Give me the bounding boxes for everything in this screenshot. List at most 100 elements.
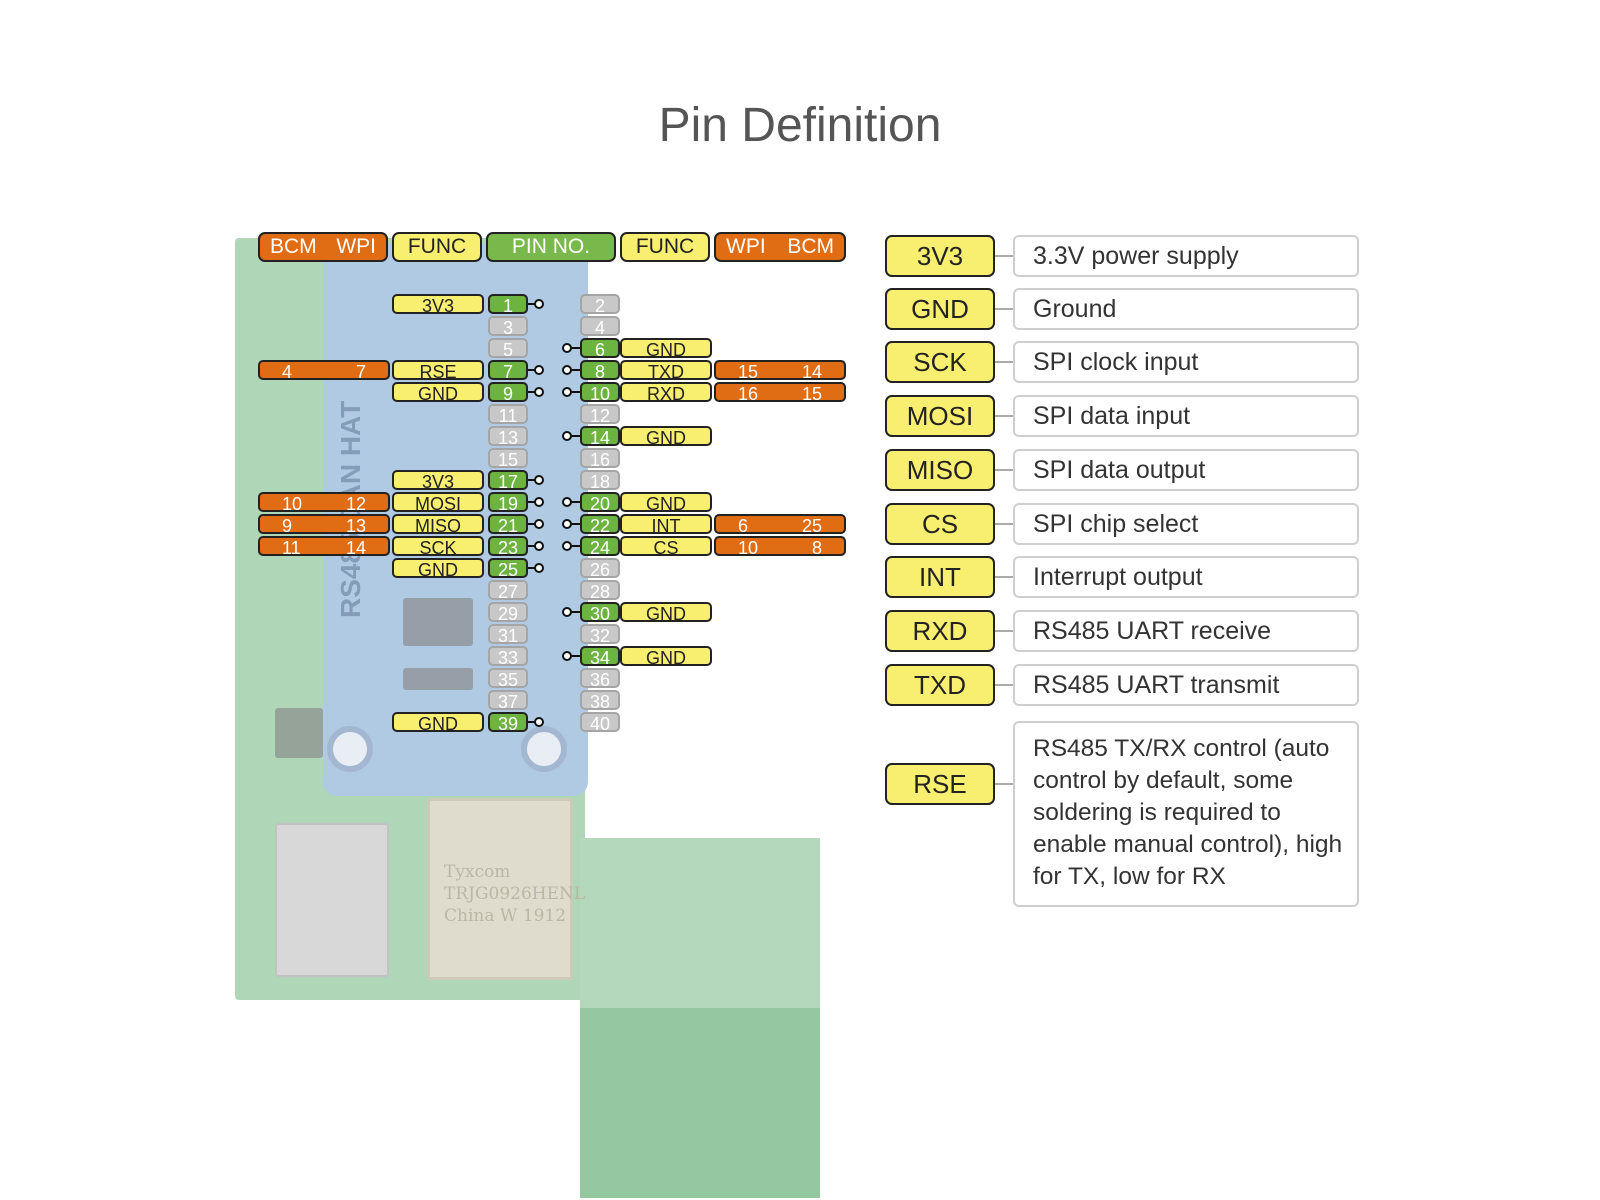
legend-key: RSE [885,763,995,805]
pin-connector-line [568,523,580,525]
pin-function: RSE [392,360,484,382]
legend-connector [995,684,1013,686]
pin-dot [562,343,572,353]
pin-dot [562,651,572,661]
pin-connector-line [528,545,536,547]
pin-dot [562,519,572,529]
pin-number: 19 [488,492,528,514]
pin-number: 17 [488,470,528,492]
pin-number: 5 [488,338,528,360]
pin-function: GND [620,602,712,624]
legend-description: Interrupt output [1013,556,1359,598]
header-left-bcm-wpi: BCM WPI [258,232,388,262]
pin-number: 7 [488,360,528,382]
pin-function: 3V3 [392,470,484,492]
pin-function: GND [392,382,484,404]
soc-chip [275,708,323,758]
pin-number: 4 [580,316,620,338]
pin-function: GND [392,712,484,734]
pin-number: 20 [580,492,620,514]
pin-connector-line [568,611,580,613]
legend-connector [995,255,1013,257]
pin-connector-line [568,501,580,503]
legend-connector [995,630,1013,632]
pin-function: GND [620,338,712,360]
pin-number: 35 [488,668,528,690]
pin-dot [534,563,544,573]
board-fade-overlay [235,238,835,1008]
legend-description: Ground [1013,288,1359,330]
pin-connector-line [568,545,580,547]
legend-description: SPI chip select [1013,503,1359,545]
pin-number: 30 [580,602,620,624]
pin-bcm: 15 [801,384,822,404]
legend-description: 3.3V power supply [1013,235,1359,277]
raspberry-pi-board-edge [580,838,820,1198]
board-illustration: RS485 CAN HAT Tyxcom TRJG0926HENL China … [235,238,835,1198]
pin-number: 25 [488,558,528,580]
pin-dot [534,387,544,397]
pin-dot [534,497,544,507]
pin-number: 16 [580,448,620,470]
pin-number: 31 [488,624,528,646]
pin-connector-line [528,567,536,569]
legend-key: TXD [885,664,995,706]
pin-connector-line [528,721,536,723]
pin-function: RXD [620,382,712,404]
pin-dot [534,717,544,727]
pin-dot [534,299,544,309]
pin-connector-line [568,369,580,371]
pin-number: 9 [488,382,528,404]
transceiver-chip [403,598,473,646]
pin-number: 14 [580,426,620,448]
page-title: Pin Definition [658,99,942,152]
pin-dot [534,519,544,529]
legend-description: RS485 UART receive [1013,610,1359,652]
header-bcm: BCM [270,235,317,258]
pin-wpi: 12 [345,494,366,514]
pin-number: 10 [580,382,620,404]
pin-dot [562,365,572,375]
header-right-func: FUNC [620,232,710,262]
pin-function: GND [620,426,712,448]
ethernet-port-icon: Tyxcom TRJG0926HENL China W 1912 [427,798,585,980]
pin-number: 27 [488,580,528,602]
eth-text-line: Tyxcom [444,862,511,882]
pin-bcm: 8 [811,538,822,558]
legend-description: SPI data input [1013,395,1359,437]
header-pin-no: PIN NO. [486,232,616,262]
pin-number: 29 [488,602,528,624]
pin-number: 15 [488,448,528,470]
pin-number: 36 [580,668,620,690]
pin-number: 3 [488,316,528,338]
legend-description: SPI data output [1013,449,1359,491]
mounting-hole-icon [327,726,373,772]
legend-key: SCK [885,341,995,383]
pin-function: INT [620,514,712,536]
legend-connector [995,361,1013,363]
pin-dot [562,497,572,507]
legend-connector [995,415,1013,417]
legend-key: 3V3 [885,235,995,277]
pin-number: 21 [488,514,528,536]
pin-number: 13 [488,426,528,448]
legend-description: SPI clock input [1013,341,1359,383]
legend-key: RXD [885,610,995,652]
pin-number: 12 [580,404,620,426]
pin-dot [534,475,544,485]
pin-number: 22 [580,514,620,536]
eth-text-line: TRJG0926HENL [444,884,586,904]
legend-connector [995,523,1013,525]
pin-connector-line [528,391,536,393]
pin-wpi: 15 [738,362,759,382]
mounting-hole-icon [521,726,567,772]
pin-number: 8 [580,360,620,382]
pin-wpi: 14 [345,538,366,558]
pin-number: 24 [580,536,620,558]
pin-connector-line [528,369,536,371]
legend-key: INT [885,556,995,598]
